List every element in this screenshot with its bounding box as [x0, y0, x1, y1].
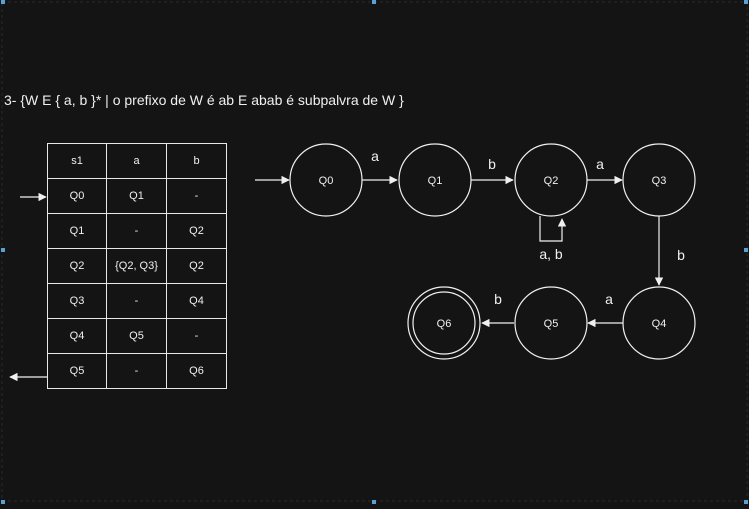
transition-label: a	[605, 291, 613, 307]
transition-q2-self-loop	[539, 216, 567, 242]
resize-handle[interactable]	[372, 500, 376, 504]
state-q1[interactable]	[398, 143, 472, 217]
table-cell: {Q2, Q3}	[106, 248, 167, 284]
transition-label: b	[488, 156, 496, 172]
transition-label: a	[371, 148, 379, 164]
table-header-cell: b	[166, 143, 227, 179]
state-label: Q4	[652, 318, 667, 330]
table-cell: Q6	[166, 353, 227, 389]
state-q0[interactable]	[289, 143, 363, 217]
resize-handle[interactable]	[1, 500, 5, 504]
table-header-cell: s1	[47, 143, 107, 179]
table-cell: -	[106, 283, 167, 319]
transition-table: s1 a b Q0 Q1 - Q1 - Q2 Q2 {Q2, Q3} Q2 Q3…	[47, 143, 227, 389]
table-header-cell: a	[106, 143, 167, 179]
state-label: Q0	[319, 175, 334, 187]
resize-handle[interactable]	[744, 500, 748, 504]
table-cell: Q5	[47, 353, 107, 389]
state-label: Q2	[544, 175, 559, 187]
table-row: Q2 {Q2, Q3} Q2	[47, 248, 227, 284]
state-q3[interactable]	[622, 143, 696, 217]
table-cell: Q3	[47, 283, 107, 319]
table-row: Q4 Q5 -	[47, 318, 227, 354]
resize-handle[interactable]	[1, 248, 5, 252]
state-q6-accepting[interactable]	[407, 286, 481, 360]
table-cell: Q1	[47, 213, 107, 249]
transition-label: a	[596, 156, 604, 172]
problem-title: 3- {W E { a, b }* | o prefixo de W é ab …	[4, 92, 404, 108]
state-label: Q3	[652, 175, 667, 187]
table-row: Q1 - Q2	[47, 213, 227, 249]
accepting-inner-ring	[412, 291, 476, 355]
state-label: Q5	[544, 318, 559, 330]
table-row: Q3 - Q4	[47, 283, 227, 319]
resize-handle[interactable]	[372, 0, 376, 4]
resize-handle[interactable]	[744, 0, 748, 4]
table-header-row: s1 a b	[47, 143, 227, 179]
state-q2[interactable]	[514, 143, 588, 217]
table-cell: Q4	[166, 283, 227, 319]
table-cell: Q1	[106, 178, 167, 214]
table-row: Q0 Q1 -	[47, 178, 227, 214]
resize-handle[interactable]	[744, 248, 748, 252]
transition-label: b	[677, 247, 685, 263]
transition-label: b	[494, 291, 502, 307]
state-q4[interactable]	[622, 286, 696, 360]
table-cell: Q2	[166, 213, 227, 249]
transition-label: a, b	[539, 246, 563, 262]
table-cell: -	[166, 318, 227, 354]
table-cell: -	[166, 178, 227, 214]
state-label: Q1	[428, 175, 443, 187]
state-label: Q6	[437, 318, 452, 330]
table-row: Q5 - Q6	[47, 353, 227, 389]
table-cell: -	[106, 353, 167, 389]
state-q5[interactable]	[514, 286, 588, 360]
table-cell: Q2	[166, 248, 227, 284]
resize-handle[interactable]	[1, 0, 5, 4]
